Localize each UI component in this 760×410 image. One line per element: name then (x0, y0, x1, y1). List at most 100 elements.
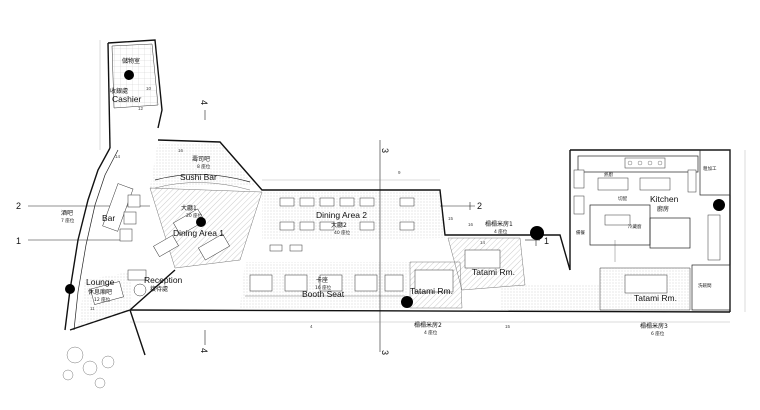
table (399, 221, 415, 231)
bar-stool (119, 228, 133, 242)
location-markers (65, 70, 725, 308)
table (198, 233, 230, 261)
tatami-table (464, 249, 501, 269)
label-tatami3-cn: 榻榻米房3 (640, 322, 668, 330)
label-dining1-en: Dining Area 1 (173, 228, 224, 238)
cashier-tower-left-wall (107, 42, 111, 149)
dim-14: 14 (115, 154, 121, 159)
booth (354, 274, 378, 292)
axis-label-3-bottom: 3 (380, 350, 390, 355)
table (359, 221, 375, 231)
axis-label-4-bottom: 4 (199, 348, 209, 353)
axis-label-2-right: 2 (477, 201, 482, 211)
label-tatami1-sub: 4 座位 (494, 228, 508, 235)
table (299, 197, 315, 207)
dining-tables (269, 197, 415, 252)
dim-10: 10 (146, 86, 152, 91)
label-wash-cn: 洗碗間 (698, 282, 712, 289)
top-wall (157, 139, 571, 271)
label-lounge-cn: 休息廂吧 (88, 288, 112, 296)
axis-label-2-left: 2 (16, 201, 21, 211)
table (153, 234, 179, 258)
label-tatami1-cn: 榻榻米房1 (485, 220, 513, 228)
kitchen-left-counter (573, 169, 585, 189)
kitchen-right-counter (687, 169, 697, 193)
label-cashier-cn: 收銀處 (110, 87, 128, 95)
lounge-table (133, 283, 147, 297)
prep-room (699, 149, 731, 196)
table (339, 197, 355, 207)
label-booth-cn: 卡座 (316, 276, 328, 284)
lounge-sofa (90, 281, 124, 305)
label-cut-cn: 切配 (618, 195, 627, 202)
label-tatami2-sub: 4 座位 (424, 329, 438, 336)
kitchen-left-counter-2 (573, 195, 585, 215)
marker-dot-lounge (65, 284, 75, 294)
planter (66, 346, 84, 364)
label-sushi-sub: 8 座位 (197, 163, 211, 170)
storage-room-floor (111, 43, 159, 109)
booth-seats (245, 274, 405, 297)
label-dining1-sub: 20 座位 (186, 212, 203, 219)
booth (284, 274, 308, 292)
dim-4: 4 (310, 324, 313, 329)
label-lounge-en: Lounge (86, 277, 115, 287)
label-sushi-en: Sushi Bar (180, 172, 217, 182)
burner-2 (637, 160, 643, 166)
table (399, 197, 415, 207)
planter (82, 360, 98, 376)
label-hot-cn: 熱廚 (604, 171, 613, 178)
dining-area-1-furniture (153, 208, 230, 261)
booth (319, 274, 343, 292)
label-kitchen-en: Kitchen (650, 194, 679, 204)
bar-counter-block (102, 183, 134, 232)
burner-4 (657, 160, 663, 166)
wash-room (691, 264, 731, 311)
planter (62, 369, 74, 381)
label-cashier-en: Cashier (112, 94, 141, 104)
lounge-furniture (90, 269, 147, 305)
dim-16: 16 (178, 148, 184, 153)
axis-label-4-top: 4 (199, 100, 209, 105)
table (173, 208, 205, 236)
label-sushi-cn: 壽司吧 (192, 155, 210, 163)
planters (62, 346, 115, 389)
label-storage-cn: 儲物室 (122, 57, 140, 65)
tatami-table (414, 269, 454, 293)
marker-dot-cashier (124, 70, 134, 80)
axis-label-3-top: 3 (380, 148, 390, 153)
label-reception-en: Reception (144, 275, 183, 285)
table (319, 197, 335, 207)
burner-3 (647, 160, 653, 166)
marker-dot-tatami-1 (530, 226, 544, 240)
label-prep-cn: 粗加工 (703, 165, 717, 172)
dim-16b: 16 (468, 222, 474, 227)
booth (249, 274, 273, 292)
label-dining2-cn: 大廳2 (331, 221, 347, 229)
label-tatami3-sub: 6 座位 (651, 330, 665, 337)
label-pantry-cn: 備餐 (576, 229, 585, 236)
label-booth-en: Booth Seat (302, 289, 345, 299)
label-tatami3-en: Tatami Rm. (634, 293, 677, 303)
label-booth-sub: 16 座位 (315, 284, 332, 291)
marker-dot-dining-1 (196, 217, 206, 227)
label-kitchen-cn: 廚房 (657, 205, 669, 213)
sushi-bar-floor (150, 142, 255, 188)
table (269, 244, 283, 252)
bottom-wall (129, 309, 731, 313)
sushi-counter-front (154, 182, 251, 191)
cashier-tower-wall (107, 39, 163, 129)
dim-11: 11 (90, 306, 95, 311)
table (299, 221, 315, 231)
label-tatami2-cn: 榻榻米房2 (414, 321, 442, 329)
sushi-counter (154, 174, 251, 183)
hot-kitchen-bench (597, 177, 629, 191)
kitchen-interior (573, 149, 731, 311)
tatami-3-furniture (624, 274, 668, 294)
left-inner-wall (73, 149, 119, 331)
tatami-2-furniture (414, 269, 454, 293)
dim-9: 9 (398, 170, 401, 175)
dim-15b: 15 (505, 324, 511, 329)
label-bar-en: Bar (102, 213, 115, 223)
